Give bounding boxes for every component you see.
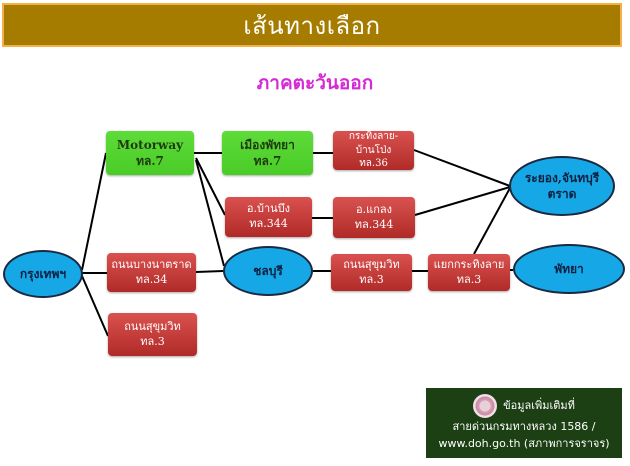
- node-sukhumvit-bottom[interactable]: ถนนสุขุมวิท ทล.3: [108, 313, 197, 356]
- edge-bangkok-motorway: [81, 152, 107, 271]
- node-krathing-ban-pong[interactable]: กระทิงลาย-บ้านโป่ง ทล.36: [333, 131, 414, 170]
- info-heading-row: ข้อมูลเพิ่มเติมที่: [473, 393, 575, 418]
- title-banner: เส้นทางเลือก: [2, 3, 622, 47]
- edge-krathing-rayong: [413, 149, 511, 187]
- node-route-number: ทล.36: [359, 158, 388, 170]
- node-road-name: ถนนสุขุมวิท: [124, 319, 181, 333]
- node-road-name: กระทิงลาย-บ้านโป่ง: [348, 131, 399, 156]
- node-route-number: ทล.344: [354, 217, 394, 231]
- edge-bangkok-sukhumvit: [81, 275, 109, 337]
- node-road-name: อ.บ้านบึง: [246, 202, 291, 216]
- edge-klaeng-rayong: [414, 186, 511, 216]
- node-chonburi[interactable]: ชลบุรี: [223, 246, 313, 296]
- node-route-number: ทล.3: [359, 272, 384, 286]
- edge-motorway-banbueng: [195, 157, 226, 216]
- node-route-number: ทล.3: [456, 272, 482, 286]
- node-motorway[interactable]: Motorway ทล.7: [106, 131, 194, 175]
- node-bang-na-trat[interactable]: ถนนบางนาตราด ทล.34: [107, 253, 196, 292]
- info-heading: ข้อมูลเพิ่มเติมที่: [503, 399, 575, 413]
- node-route-number: ทล.344: [249, 217, 288, 230]
- edge-motorway-chonburi: [195, 159, 225, 267]
- node-road-name: แยกกระทิงลาย: [433, 257, 505, 271]
- node-label: กรุงเทพฯ: [19, 266, 67, 281]
- node-sukhumvit-mid[interactable]: ถนนสุขุมวิท ทล.3: [331, 254, 412, 291]
- node-route-number: ทล.34: [135, 272, 168, 286]
- region-subtitle: ภาคตะวันออก: [256, 72, 374, 94]
- node-label: พัทยา: [554, 261, 584, 276]
- node-label: ชลบุรี: [253, 263, 283, 278]
- info-panel: ข้อมูลเพิ่มเติมที่ สายด่วนกรมทางหลวง 158…: [426, 388, 622, 458]
- node-mueang-pattaya[interactable]: เมืองพัทยา ทล.7: [222, 131, 313, 175]
- node-yaek-krathing-lai[interactable]: แยกกระทิงลาย ทล.3: [428, 254, 510, 291]
- node-road-name: อ.แกลง: [356, 202, 392, 216]
- edge-yaekkrathing-rayong: [473, 187, 511, 255]
- node-label: ตราด: [547, 187, 577, 201]
- node-road-name: ถนนบางนาตราด: [111, 257, 192, 271]
- node-road-name: ถนนสุขุมวิท: [343, 257, 400, 271]
- department-of-highways-seal-icon: [473, 393, 498, 418]
- node-bangkok[interactable]: กรุงเทพฯ: [3, 250, 83, 298]
- node-road-name: เมืองพัทยา: [240, 137, 295, 152]
- node-rayong-chanthaburi-trat[interactable]: ระยอง,จันทบุรี ตราด: [509, 156, 615, 216]
- node-pattaya[interactable]: พัทยา: [513, 244, 625, 294]
- node-klaeng[interactable]: อ.แกลง ทล.344: [333, 197, 415, 238]
- edge-bangnatrat-chonburi: [195, 270, 224, 273]
- node-route-number: ทล.3: [140, 334, 165, 348]
- node-road-name: Motorway: [116, 137, 184, 152]
- node-label: ระยอง,จันทบุรี: [524, 170, 600, 185]
- page-title: เส้นทางเลือก: [243, 11, 381, 40]
- info-hotline: สายด่วนกรมทางหลวง 1586 /: [452, 419, 596, 433]
- info-website-link[interactable]: www.doh.go.th (สภาพการจราจร): [438, 437, 610, 450]
- node-ban-bueng[interactable]: อ.บ้านบึง ทล.344: [225, 197, 312, 237]
- node-route-number: ทล.7: [136, 154, 164, 168]
- node-route-number: ทล.7: [253, 154, 282, 168]
